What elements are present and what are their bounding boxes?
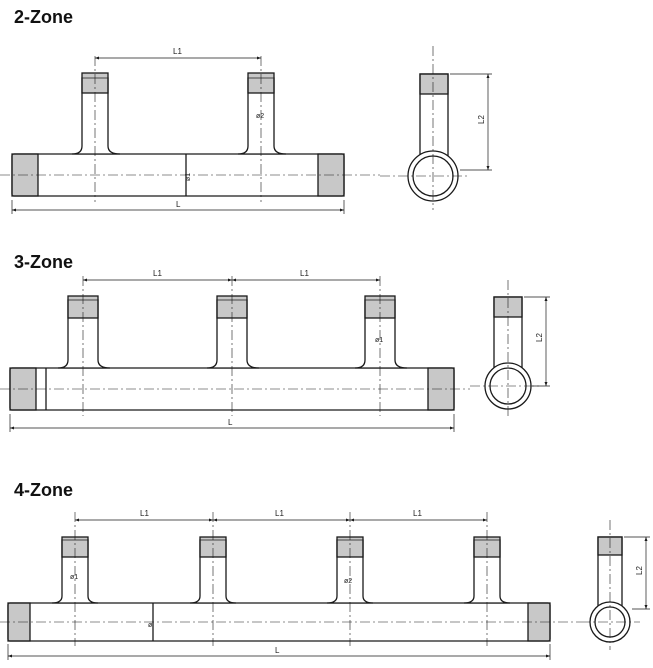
dim-l1-3zone-a: L1 — [153, 269, 162, 278]
dim-l-3zone: L — [228, 418, 233, 427]
dia-main-2zone: ø1 — [185, 173, 192, 181]
dia-outlet-4zone-b: ø2 — [344, 578, 352, 585]
dia-outlet-4zone-a: ø1 — [70, 574, 78, 581]
dim-l2-4zone: L2 — [635, 566, 644, 575]
dim-l2-2zone: L2 — [477, 115, 486, 124]
dim-l1-4zone-b: L1 — [275, 509, 284, 518]
zone-title-4: 4-Zone — [14, 480, 74, 500]
manifold-3-zone-side-view — [470, 280, 550, 416]
dia-main-4zone: ø — [148, 622, 153, 629]
outlet-2 — [237, 77, 287, 155]
zone-title-2: 2-Zone — [14, 7, 74, 27]
manifold-3-zone-front-view — [0, 276, 470, 432]
dim-l1-4zone-c: L1 — [413, 509, 422, 518]
dim-l-4zone: L — [275, 646, 280, 655]
manifold-2-zone-front-view — [0, 56, 380, 214]
dim-l1-4zone-a: L1 — [140, 509, 149, 518]
dim-l2-3zone: L2 — [535, 333, 544, 342]
manifold-2-zone-side-view — [380, 46, 492, 210]
dim-l1-2zone: L1 — [173, 47, 182, 56]
dim-l1-3zone-b: L1 — [300, 269, 309, 278]
manifold-4-zone-front-view — [0, 512, 580, 660]
zone-title-3: 3-Zone — [14, 252, 74, 272]
dim-l-2zone: L — [176, 200, 181, 209]
dia-outlet-3zone: ø1 — [375, 337, 383, 344]
dia-outlet-2zone: ø2 — [256, 113, 264, 120]
manifold-4-zone-side-view — [580, 520, 650, 650]
outlet-1 — [71, 77, 121, 155]
